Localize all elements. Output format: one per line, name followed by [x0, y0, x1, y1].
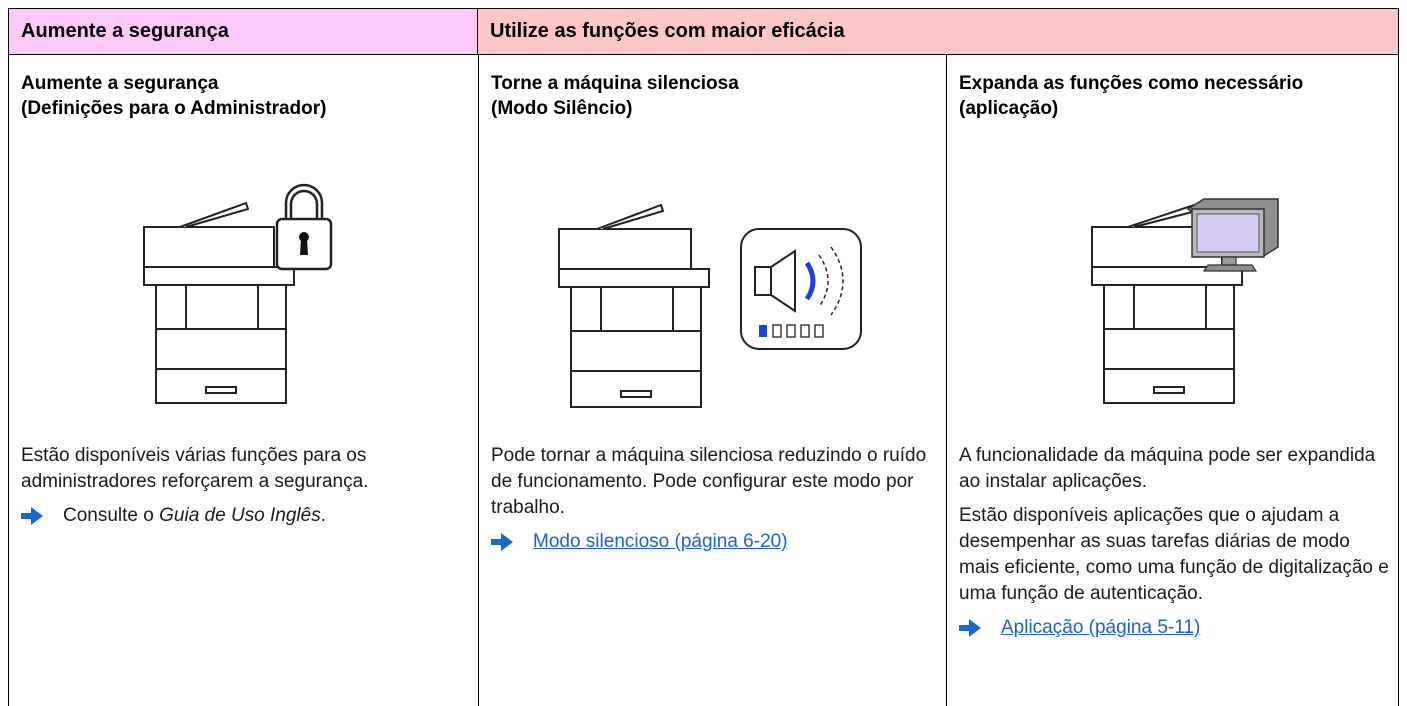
header-efficiency: Utilize as funções com maior eficácia [478, 9, 1398, 55]
column-title: Torne a máquina silenciosa (Modo Silênci… [491, 73, 739, 119]
header-security: Aumente a segurança [9, 9, 478, 55]
guide-name: Guia de Uso Inglês [159, 505, 321, 526]
description: Estão disponíveis aplicações que o ajuda… [959, 505, 1389, 604]
column-title: Aumente a segurança (Definições para o A… [21, 73, 327, 119]
description: A funcionalidade da máquina pode ser exp… [959, 445, 1376, 492]
quiet-mode-link[interactable]: Modo silencioso (página 6-20) [533, 531, 788, 552]
column-body: Estão disponíveis várias funções para os… [21, 443, 470, 529]
reference: Modo silencioso (página 6-20) [491, 529, 938, 555]
application-link[interactable]: Aplicação (página 5-11) [1001, 617, 1201, 638]
column-divider [478, 55, 479, 706]
description: Pode tornar a máquina silenciosa reduzin… [491, 445, 927, 518]
reference: Consulte o Guia de Uso Inglês. [21, 503, 470, 529]
column-body: Pode tornar a máquina silenciosa reduzin… [491, 443, 938, 555]
printer-with-padlock-icon [9, 165, 478, 415]
feature-table: Aumente a segurança Utilize as funções c… [8, 8, 1399, 706]
column-body: A funcionalidade da máquina pode ser exp… [959, 443, 1391, 641]
column-security: Aumente a segurança (Definições para o A… [9, 55, 478, 706]
description: Estão disponíveis várias funções para os… [21, 445, 369, 492]
column-quiet-mode: Torne a máquina silenciosa (Modo Silênci… [479, 55, 946, 706]
arrow-right-icon [959, 619, 981, 637]
column-applications: Expanda as funções como necessário (apli… [947, 55, 1399, 706]
column-title: Expanda as funções como necessário (apli… [959, 73, 1304, 119]
printer-with-speaker-icon [479, 165, 946, 415]
reference: Aplicação (página 5-11) [959, 615, 1391, 641]
printer-with-monitor-icon [947, 165, 1399, 415]
arrow-right-icon [491, 533, 513, 551]
arrow-right-icon [21, 507, 43, 525]
column-divider [946, 55, 947, 706]
